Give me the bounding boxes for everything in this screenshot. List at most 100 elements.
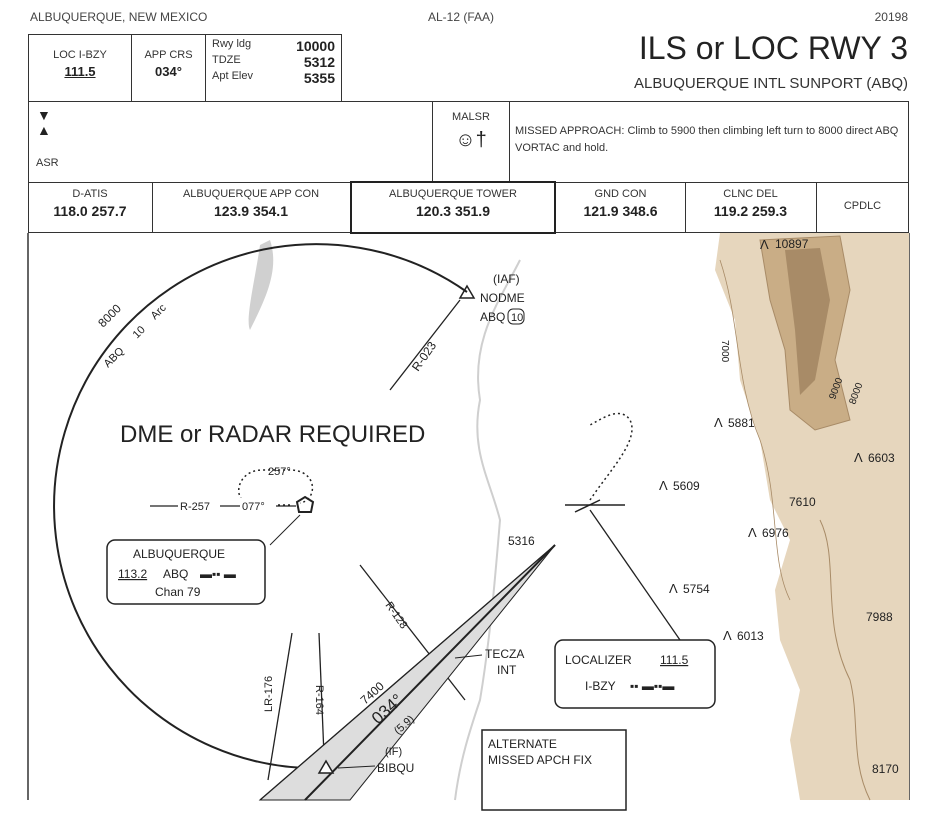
- if-name: BIBQU: [377, 761, 414, 775]
- spot-elevation: 5881: [728, 416, 755, 430]
- malsr-label: MALSR: [452, 111, 490, 123]
- alternate-minimums-icon: ▲: [37, 122, 51, 138]
- malsr-cell: MALSR ☺†: [432, 101, 510, 183]
- river: [454, 259, 521, 801]
- comm-name: ALBUQUERQUE TOWER: [389, 188, 517, 200]
- comm-tower: ALBUQUERQUE TOWER 120.3 351.9: [350, 181, 556, 234]
- chart-location: ALBUQUERQUE, NEW MEXICO: [30, 10, 208, 24]
- dme-arc: [53, 243, 468, 770]
- airport-name: ALBUQUERQUE INTL SUNPORT (ABQ): [634, 75, 908, 92]
- tdze-label: TDZE: [212, 54, 241, 66]
- localizer-info-box: [554, 639, 716, 709]
- iaf-name: NODME: [480, 291, 525, 305]
- localizer-frequency: 111.5: [660, 653, 689, 667]
- iaf-tag: (IAF): [493, 272, 520, 286]
- comm-datis: D-ATIS 118.0 257.7: [28, 182, 153, 233]
- spot-elevation: 5609: [673, 479, 700, 493]
- svg-text:Λ: Λ: [723, 628, 732, 643]
- comm-name: GND CON: [594, 188, 647, 200]
- page-title: ILS or LOC RWY 3: [638, 30, 908, 66]
- svg-text:Λ: Λ: [659, 478, 668, 493]
- comm-app-con: ALBUQUERQUE APP CON 123.9 354.1: [152, 182, 350, 233]
- vor-name: ALBUQUERQUE: [133, 547, 225, 561]
- tecza-name: TECZA: [485, 647, 524, 661]
- radial-r023: [389, 299, 461, 391]
- arc-label-abq: ABQ: [102, 345, 127, 370]
- terrain-contour: [819, 519, 871, 801]
- comm-cpdlc: CPDLC: [816, 182, 909, 233]
- contour-label: 7000: [719, 340, 730, 363]
- arc-dme: 10: [131, 324, 148, 341]
- comm-freq: 118.0 257.7: [53, 203, 127, 219]
- spot-elevation: 7610: [789, 495, 816, 509]
- river: [248, 240, 274, 330]
- svg-text:Λ: Λ: [854, 450, 863, 465]
- radial-r164-label: R-164: [313, 685, 325, 715]
- radial-r257-label: R-257: [180, 501, 210, 513]
- comm-name: CPDLC: [843, 200, 882, 212]
- svg-text:Λ: Λ: [760, 237, 769, 252]
- missed-approach-text: MISSED APPROACH: Climb to 5900 then clim…: [515, 125, 899, 154]
- vor-info-box: [106, 539, 266, 605]
- localizer-morse-icon: ▪▪ ▬▪▪▬: [630, 679, 674, 693]
- missed-approach-path: [589, 412, 633, 501]
- radial-r128-label: R-128: [383, 600, 410, 631]
- vor-morse-icon: ▬▪▪ ▬: [200, 567, 236, 581]
- svg-text:Λ: Λ: [669, 581, 678, 596]
- obstacle-elevation: 5316: [508, 534, 535, 548]
- app-crs-label: APP CRS: [144, 49, 193, 61]
- localizer-label: LOCALIZER: [565, 653, 632, 667]
- dme-radar-notice: DME or RADAR REQUIRED: [120, 421, 425, 448]
- comm-name: CLNC DEL: [723, 188, 778, 200]
- hold-inbound-course: 077°: [242, 501, 265, 513]
- arc-label: Arc: [149, 302, 170, 323]
- svg-text:Λ: Λ: [714, 415, 723, 430]
- comm-freq: 121.9 348.6: [583, 203, 658, 219]
- iaf-dme: 10: [511, 312, 523, 324]
- comm-clnc-del: CLNC DEL 119.2 259.3: [685, 182, 817, 233]
- apt-elev-label: Apt Elev: [212, 70, 253, 82]
- loc-frequency: 111.5: [64, 64, 96, 79]
- comm-name: D-ATIS: [72, 188, 108, 200]
- comm-name: ALBUQUERQUE APP CON: [182, 188, 320, 200]
- radial-lr176-label: LR-176: [263, 676, 275, 712]
- asr-label: ASR: [36, 157, 59, 169]
- alternate-missed-line1: ALTERNATE: [488, 737, 557, 751]
- if-fix-icon: [317, 759, 335, 774]
- approach-lights-icon: ☺†: [455, 129, 487, 151]
- apt-elev-value: 5355: [303, 70, 335, 86]
- terrain-shading: [715, 233, 909, 800]
- vor-ident: ABQ: [163, 567, 188, 581]
- rwy-ldg-label: Rwy ldg: [212, 38, 252, 50]
- comm-freq: 119.2 259.3: [713, 203, 788, 219]
- spot-elevation: 6603: [868, 451, 895, 465]
- radial-r023-label: R-023: [409, 339, 439, 374]
- loc-ident: LOC I-BZY: [53, 49, 107, 61]
- vor-channel: Chan 79: [155, 585, 201, 599]
- notes-row: [28, 101, 909, 183]
- vor-frequency: 113.2: [118, 567, 147, 581]
- spot-elevation: 6976: [762, 526, 789, 540]
- takeoff-minimums-icon: ▼: [37, 107, 51, 123]
- chart-cycle: 20198: [874, 10, 908, 24]
- if-tag: (IF): [385, 746, 402, 758]
- comm-freq: 123.9 354.1: [214, 203, 288, 219]
- iaf-ref: ABQ: [480, 310, 505, 324]
- chart-id: AL-12 (FAA): [428, 10, 495, 24]
- app-crs-box: APP CRS 034°: [131, 34, 206, 102]
- rwy-ldg-value: 10000: [296, 38, 335, 54]
- spot-elevation: 5754: [683, 582, 710, 596]
- spot-elevation: 7988: [866, 610, 893, 624]
- tecza-int: INT: [497, 663, 517, 677]
- spot-elevations: 10897 5881 6603 5609 7610 6976 5754 6013…: [673, 237, 899, 776]
- comm-freq: 120.3 351.9: [416, 203, 490, 219]
- arc-altitude: 8000: [95, 301, 124, 330]
- iaf-fix-icon: [458, 284, 476, 299]
- terrain-peak: [785, 248, 830, 395]
- alternate-missed-box: [481, 729, 627, 811]
- tdze-value: 5312: [303, 54, 335, 70]
- vortac-icon: [295, 495, 315, 513]
- comm-gnd-con: GND CON 121.9 348.6: [556, 182, 686, 233]
